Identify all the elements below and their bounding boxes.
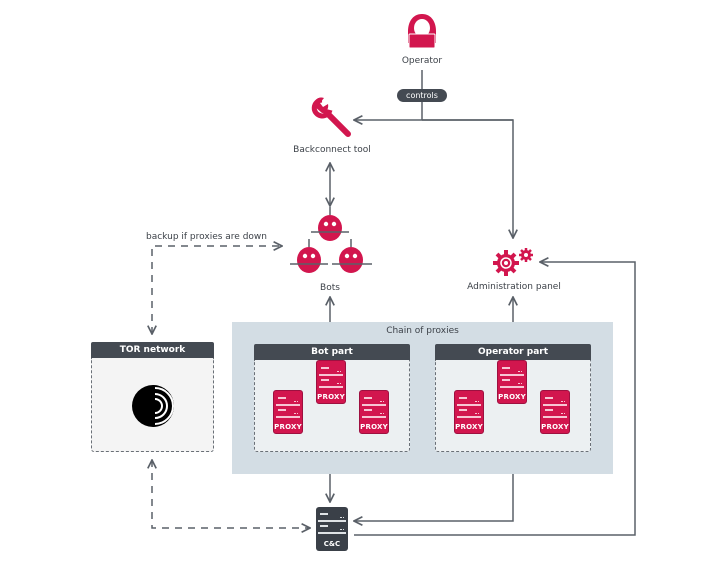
hacker-icon — [408, 14, 436, 49]
bot-part: Bot part PROXY PROXY PROXY — [254, 344, 410, 452]
operator-label: Operator — [401, 56, 443, 66]
backup-annotation: backup if proxies are down — [146, 232, 267, 242]
bot-part-title: Bot part — [254, 344, 410, 360]
proxy-server: PROXY — [454, 390, 484, 434]
tor-network-body — [91, 358, 214, 452]
wire-operatorpart-cnc — [354, 462, 513, 521]
wire-backup-dashed — [152, 246, 282, 334]
tor-network-box: TOR network — [91, 342, 214, 452]
wire-to-admin — [422, 119, 513, 238]
wrench-icon — [311, 97, 351, 137]
proxy-server: PROXY — [316, 360, 346, 404]
admin-panel-label: Administration panel — [467, 282, 561, 292]
bots-label: Bots — [320, 283, 340, 293]
tor-onion-icon — [132, 385, 174, 427]
operator-part-title: Operator part — [435, 344, 591, 360]
proxy-server: PROXY — [359, 390, 389, 434]
wire-cnc-admin — [354, 262, 636, 536]
chain-of-proxies: Chain of proxies Bot part PROXY PROXY PR… — [232, 322, 613, 474]
proxy-server: PROXY — [497, 360, 527, 404]
cnc-server: C&C — [316, 507, 348, 551]
chain-title: Chain of proxies — [386, 326, 459, 336]
wire-tor-cnc-dashed — [152, 460, 310, 528]
tor-network-title: TOR network — [91, 342, 214, 358]
proxy-server: PROXY — [273, 390, 303, 434]
operator-part: Operator part PROXY PROXY PROXY — [435, 344, 591, 452]
proxy-server: PROXY — [540, 390, 570, 434]
robot-icon — [290, 207, 372, 273]
cnc-label: C&C — [323, 540, 341, 548]
gears-icon — [493, 248, 533, 276]
backconnect-label: Backconnect tool — [293, 145, 371, 155]
controls-pill: controls — [397, 89, 447, 102]
